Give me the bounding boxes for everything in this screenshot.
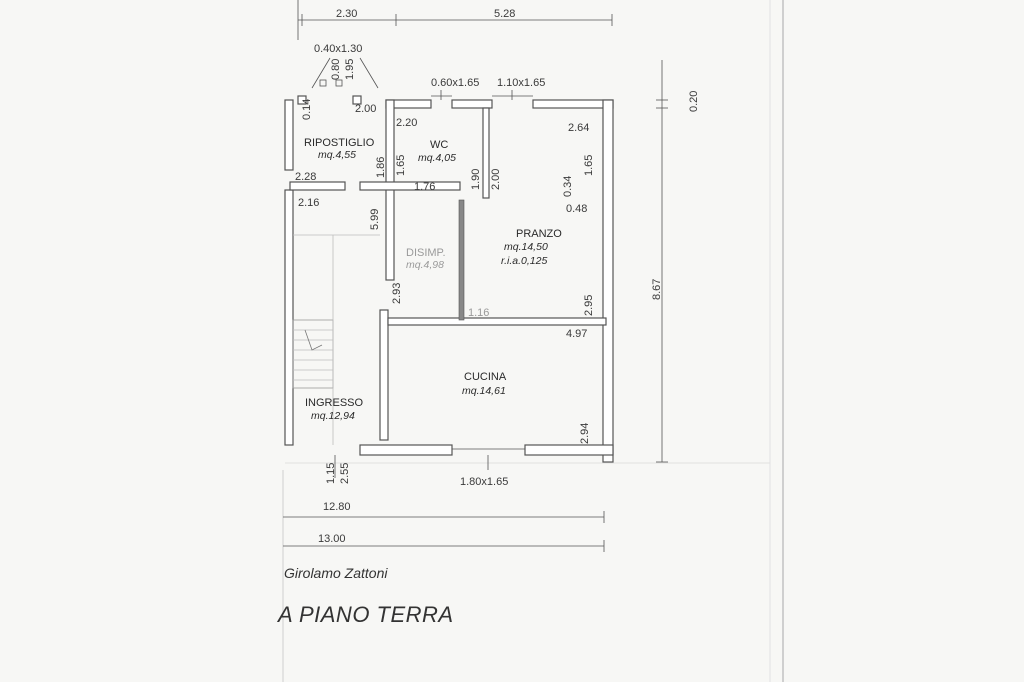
room-ingresso-area: mq.12,94 (311, 410, 355, 422)
dim-window-pranzo: 1.10x1.65 (497, 77, 545, 89)
dim-total-1280: 12.80 (323, 501, 351, 513)
room-ripostiglio-area: mq.4,55 (318, 149, 356, 161)
dim-top-right: 5.28 (494, 8, 515, 20)
window-rip-mark (311, 57, 379, 89)
room-disimp-name: DISIMP. (406, 247, 446, 259)
dim-048: 0.48 (566, 203, 587, 215)
dim-165b: 1.65 (583, 155, 595, 176)
dim-014: 0.14 (301, 99, 313, 120)
room-pranzo-name: PRANZO (516, 228, 562, 240)
dim-total-1300: 13.00 (318, 533, 346, 545)
dim-295: 2.95 (583, 295, 595, 316)
plan-title: A PIANO TERRA (276, 602, 454, 627)
dim-220: 2.20 (396, 117, 417, 129)
room-wc-area: mq.4,05 (418, 152, 456, 164)
dim-176: 1.76 (414, 181, 435, 193)
room-wc-name: WC (430, 139, 448, 151)
author-name: Girolamo Zattoni (284, 565, 388, 581)
top-dimension-line (297, 0, 613, 40)
window-pranzo-mark (492, 90, 533, 100)
dim-228: 2.28 (295, 171, 316, 183)
dim-080: 0.80 (330, 59, 342, 80)
room-pranzo-ria: r.i.a.0,125 (501, 255, 547, 267)
dim-window-rip: 0.40x1.30 (314, 43, 362, 55)
stair (292, 319, 334, 389)
dim-867: 8.67 (651, 279, 663, 300)
dim-264: 2.64 (568, 122, 589, 134)
dim-497: 4.97 (566, 328, 587, 340)
room-cucina-name: CUCINA (464, 371, 507, 383)
room-disimp-area: mq.4,98 (406, 259, 444, 271)
dim-200a: 2.00 (355, 103, 376, 115)
room-pranzo-area: mq.14,50 (504, 241, 548, 253)
dim-020: 0.20 (688, 91, 700, 112)
dim-200b: 2.00 (490, 169, 502, 190)
dim-window-cucina: 1.80x1.65 (460, 476, 508, 488)
dim-165a: 1.65 (395, 155, 407, 176)
dim-190: 1.90 (470, 169, 482, 190)
room-cucina-area: mq.14,61 (462, 385, 506, 397)
interior-walls (289, 99, 607, 441)
dim-195: 1.95 (344, 59, 356, 80)
dim-034: 0.34 (562, 176, 574, 197)
dim-255: 2.55 (339, 463, 351, 484)
dim-216: 2.16 (298, 197, 319, 209)
dim-top-left: 2.30 (336, 8, 357, 20)
total-dimension-lines (283, 511, 605, 552)
room-ingresso-name: INGRESSO (305, 397, 364, 409)
dim-186: 1.86 (375, 157, 387, 178)
room-ripostiglio-name: RIPOSTIGLIO (304, 137, 375, 149)
dim-faded-116: 1.16 (468, 307, 489, 319)
right-dimension-line (656, 60, 668, 463)
window-wc-mark (431, 90, 452, 100)
exterior-walls (284, 95, 614, 463)
window-cucina-mark (452, 448, 525, 470)
dim-115: 1.15 (325, 463, 337, 484)
dim-window-wc: 0.60x1.65 (431, 77, 479, 89)
dim-294: 2.94 (579, 423, 591, 444)
dim-599: 5.99 (369, 209, 381, 230)
dim-293: 2.93 (391, 283, 403, 304)
